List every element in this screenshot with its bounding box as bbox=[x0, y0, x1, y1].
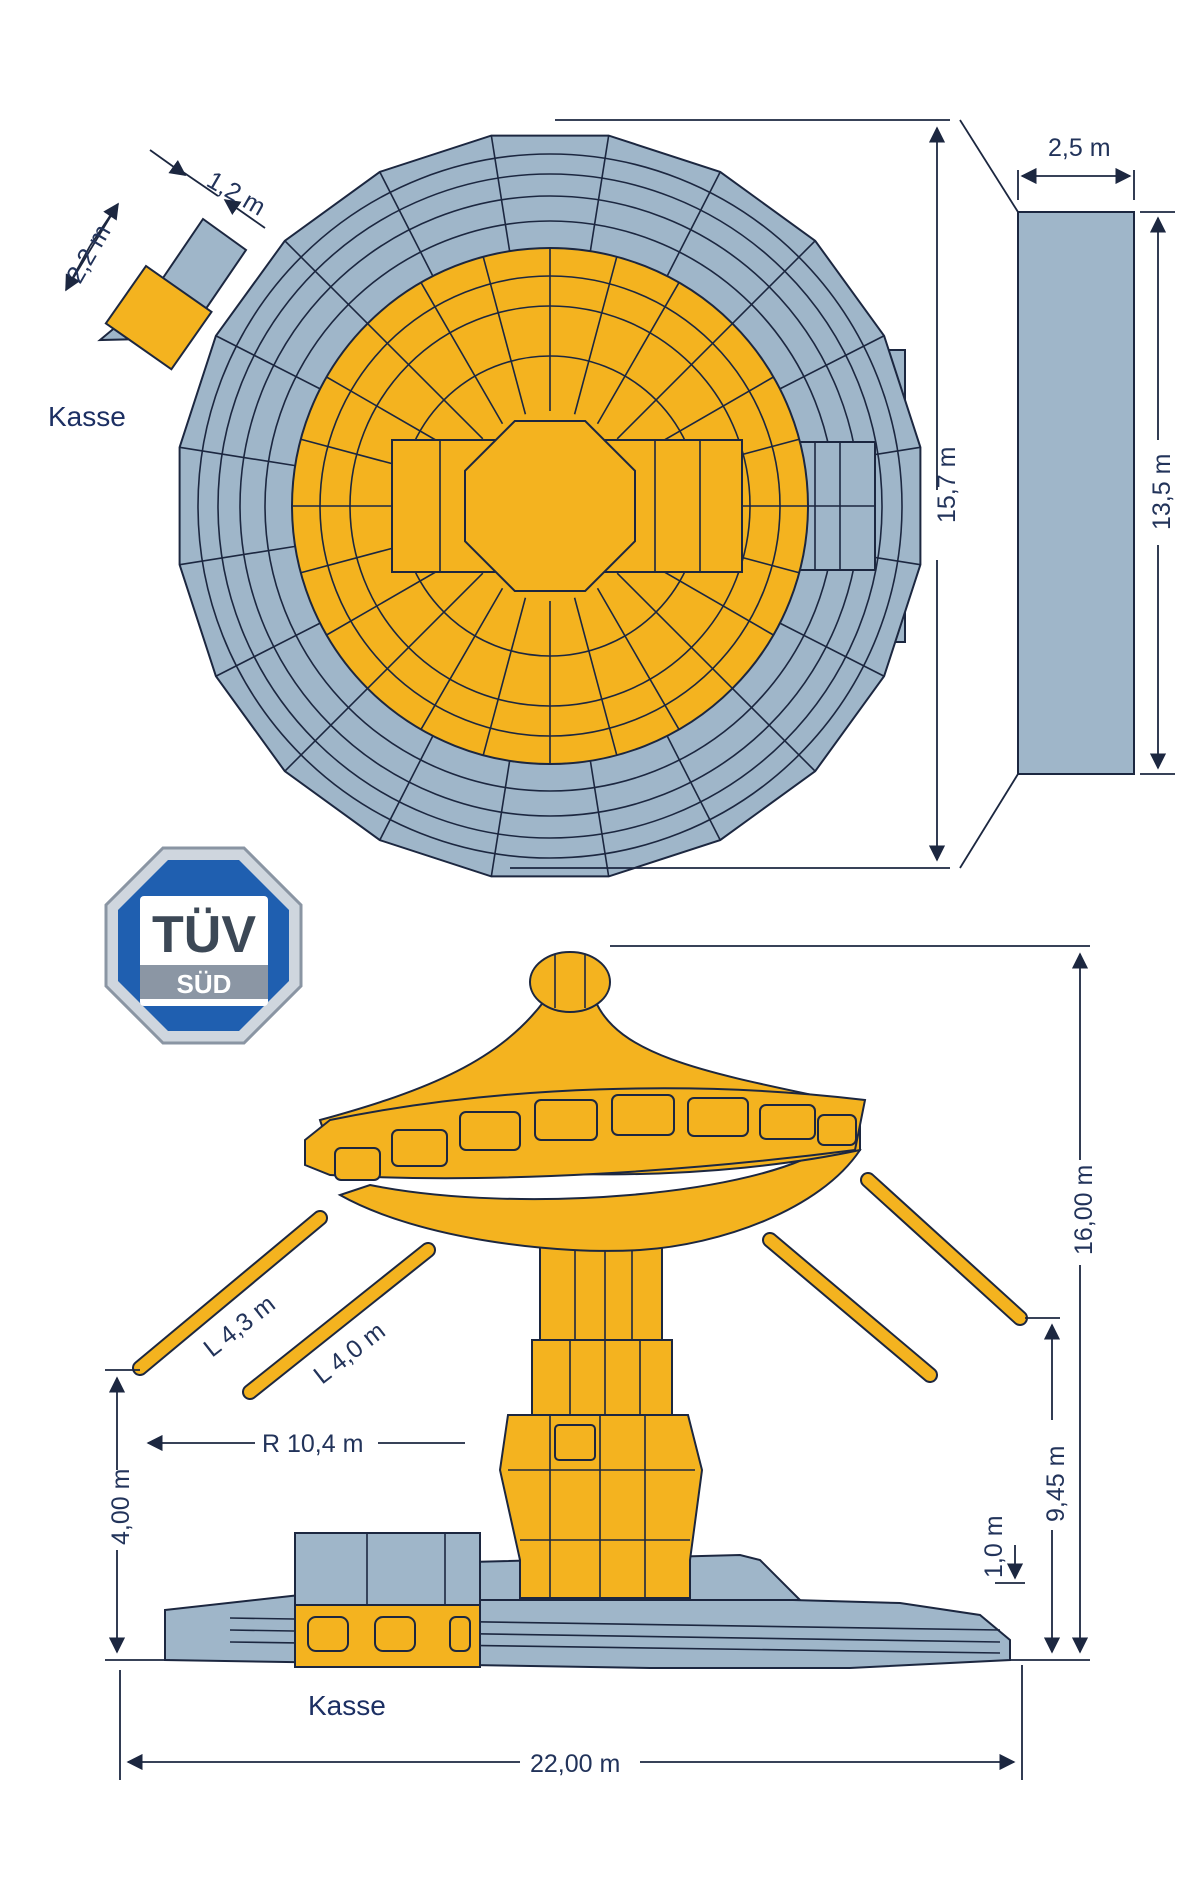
inner-ring bbox=[349, 305, 751, 707]
outer-spoke bbox=[215, 622, 321, 677]
outer-spoke bbox=[666, 735, 721, 841]
outer-spoke bbox=[779, 622, 885, 677]
kasse-label-elevation: Kasse bbox=[308, 1690, 386, 1721]
outer-ring bbox=[217, 173, 883, 839]
outer-spoke bbox=[215, 335, 321, 390]
outer-spoke bbox=[179, 446, 296, 467]
outer-spoke bbox=[731, 687, 816, 772]
inner-spoke bbox=[482, 597, 527, 756]
tower-base bbox=[498, 1414, 704, 1599]
total-height-label: 16,00 m bbox=[1070, 1165, 1098, 1255]
inner-spoke bbox=[367, 572, 484, 689]
outer-ring-circles bbox=[197, 153, 903, 859]
canopy-crown bbox=[529, 951, 611, 1013]
side-bar-rect bbox=[1017, 211, 1135, 775]
rim-panel bbox=[687, 1097, 749, 1137]
center-octagon bbox=[464, 420, 636, 592]
outer-spoke bbox=[179, 545, 296, 566]
elevation-view bbox=[132, 951, 1028, 1669]
canopy-rim-panels bbox=[334, 1094, 857, 1181]
rim-panel bbox=[817, 1114, 857, 1146]
kasse-label-plan: Kasse bbox=[48, 401, 126, 432]
side-bar-width-label: 2,5 m bbox=[1048, 134, 1111, 162]
outer-spoke bbox=[490, 135, 511, 252]
outer-spoke bbox=[779, 335, 885, 390]
radius-label: R 10,4 m bbox=[262, 1430, 363, 1458]
outer-spoke bbox=[589, 135, 610, 252]
inner-spoke bbox=[420, 587, 504, 730]
side-bar-length-label: 13,5 m bbox=[1148, 454, 1176, 530]
outer-spoke bbox=[284, 240, 369, 325]
rim-panel bbox=[534, 1099, 598, 1141]
outer-ring bbox=[197, 153, 903, 859]
kasse-booth-elevation bbox=[294, 1532, 481, 1606]
outer-ring-spokes bbox=[179, 135, 921, 877]
logo-sud-text: SÜD bbox=[177, 969, 232, 999]
tower-upper bbox=[539, 1239, 663, 1341]
seat-height-label: 4,00 m bbox=[107, 1469, 135, 1545]
upper-height-label: 9,45 m bbox=[1042, 1446, 1070, 1522]
logo-grey-band bbox=[140, 965, 268, 999]
plan-diameter-label: 15,7 m bbox=[933, 447, 961, 523]
outer-spoke bbox=[490, 760, 511, 877]
inner-spoke bbox=[482, 256, 527, 415]
inner-spoke bbox=[573, 597, 618, 756]
tuv-sud-logo: TÜV SÜD bbox=[104, 846, 303, 1045]
outer-spoke bbox=[379, 735, 434, 841]
side-elevation-bar: 2,5 m 13,5 m bbox=[959, 119, 1176, 869]
tower-middle bbox=[531, 1339, 673, 1416]
inner-spoke bbox=[616, 572, 733, 689]
outer-spoke bbox=[731, 240, 816, 325]
rim-panel bbox=[391, 1129, 448, 1167]
inner-spoke bbox=[596, 587, 680, 730]
kasse-booth-window bbox=[104, 264, 213, 371]
total-width-label: 22,00 m bbox=[530, 1750, 620, 1778]
inner-ring bbox=[319, 275, 781, 737]
outer-spoke bbox=[379, 171, 434, 277]
kasse-width-label: 1,2 m bbox=[202, 166, 270, 222]
rim-panel bbox=[759, 1104, 816, 1140]
inner-spoke bbox=[367, 323, 484, 440]
inner-platform-spokes bbox=[292, 248, 808, 764]
platform-height-label: 1,0 m bbox=[980, 1515, 1008, 1578]
inner-spoke bbox=[573, 256, 618, 415]
logo-tuv-text: TÜV bbox=[152, 906, 256, 964]
outer-spoke bbox=[589, 760, 610, 877]
inner-spoke bbox=[420, 282, 504, 425]
canopy-underside bbox=[337, 1143, 862, 1252]
kasse-depth-label: 2,2 m bbox=[61, 220, 117, 288]
inner-spoke bbox=[616, 323, 733, 440]
rim-panel bbox=[334, 1147, 381, 1181]
outer-spoke bbox=[666, 171, 721, 277]
inner-spoke bbox=[596, 282, 680, 425]
rim-panel bbox=[459, 1111, 521, 1151]
plan-view bbox=[97, 134, 922, 878]
rim-panel bbox=[611, 1094, 675, 1136]
outer-spoke bbox=[284, 687, 369, 772]
